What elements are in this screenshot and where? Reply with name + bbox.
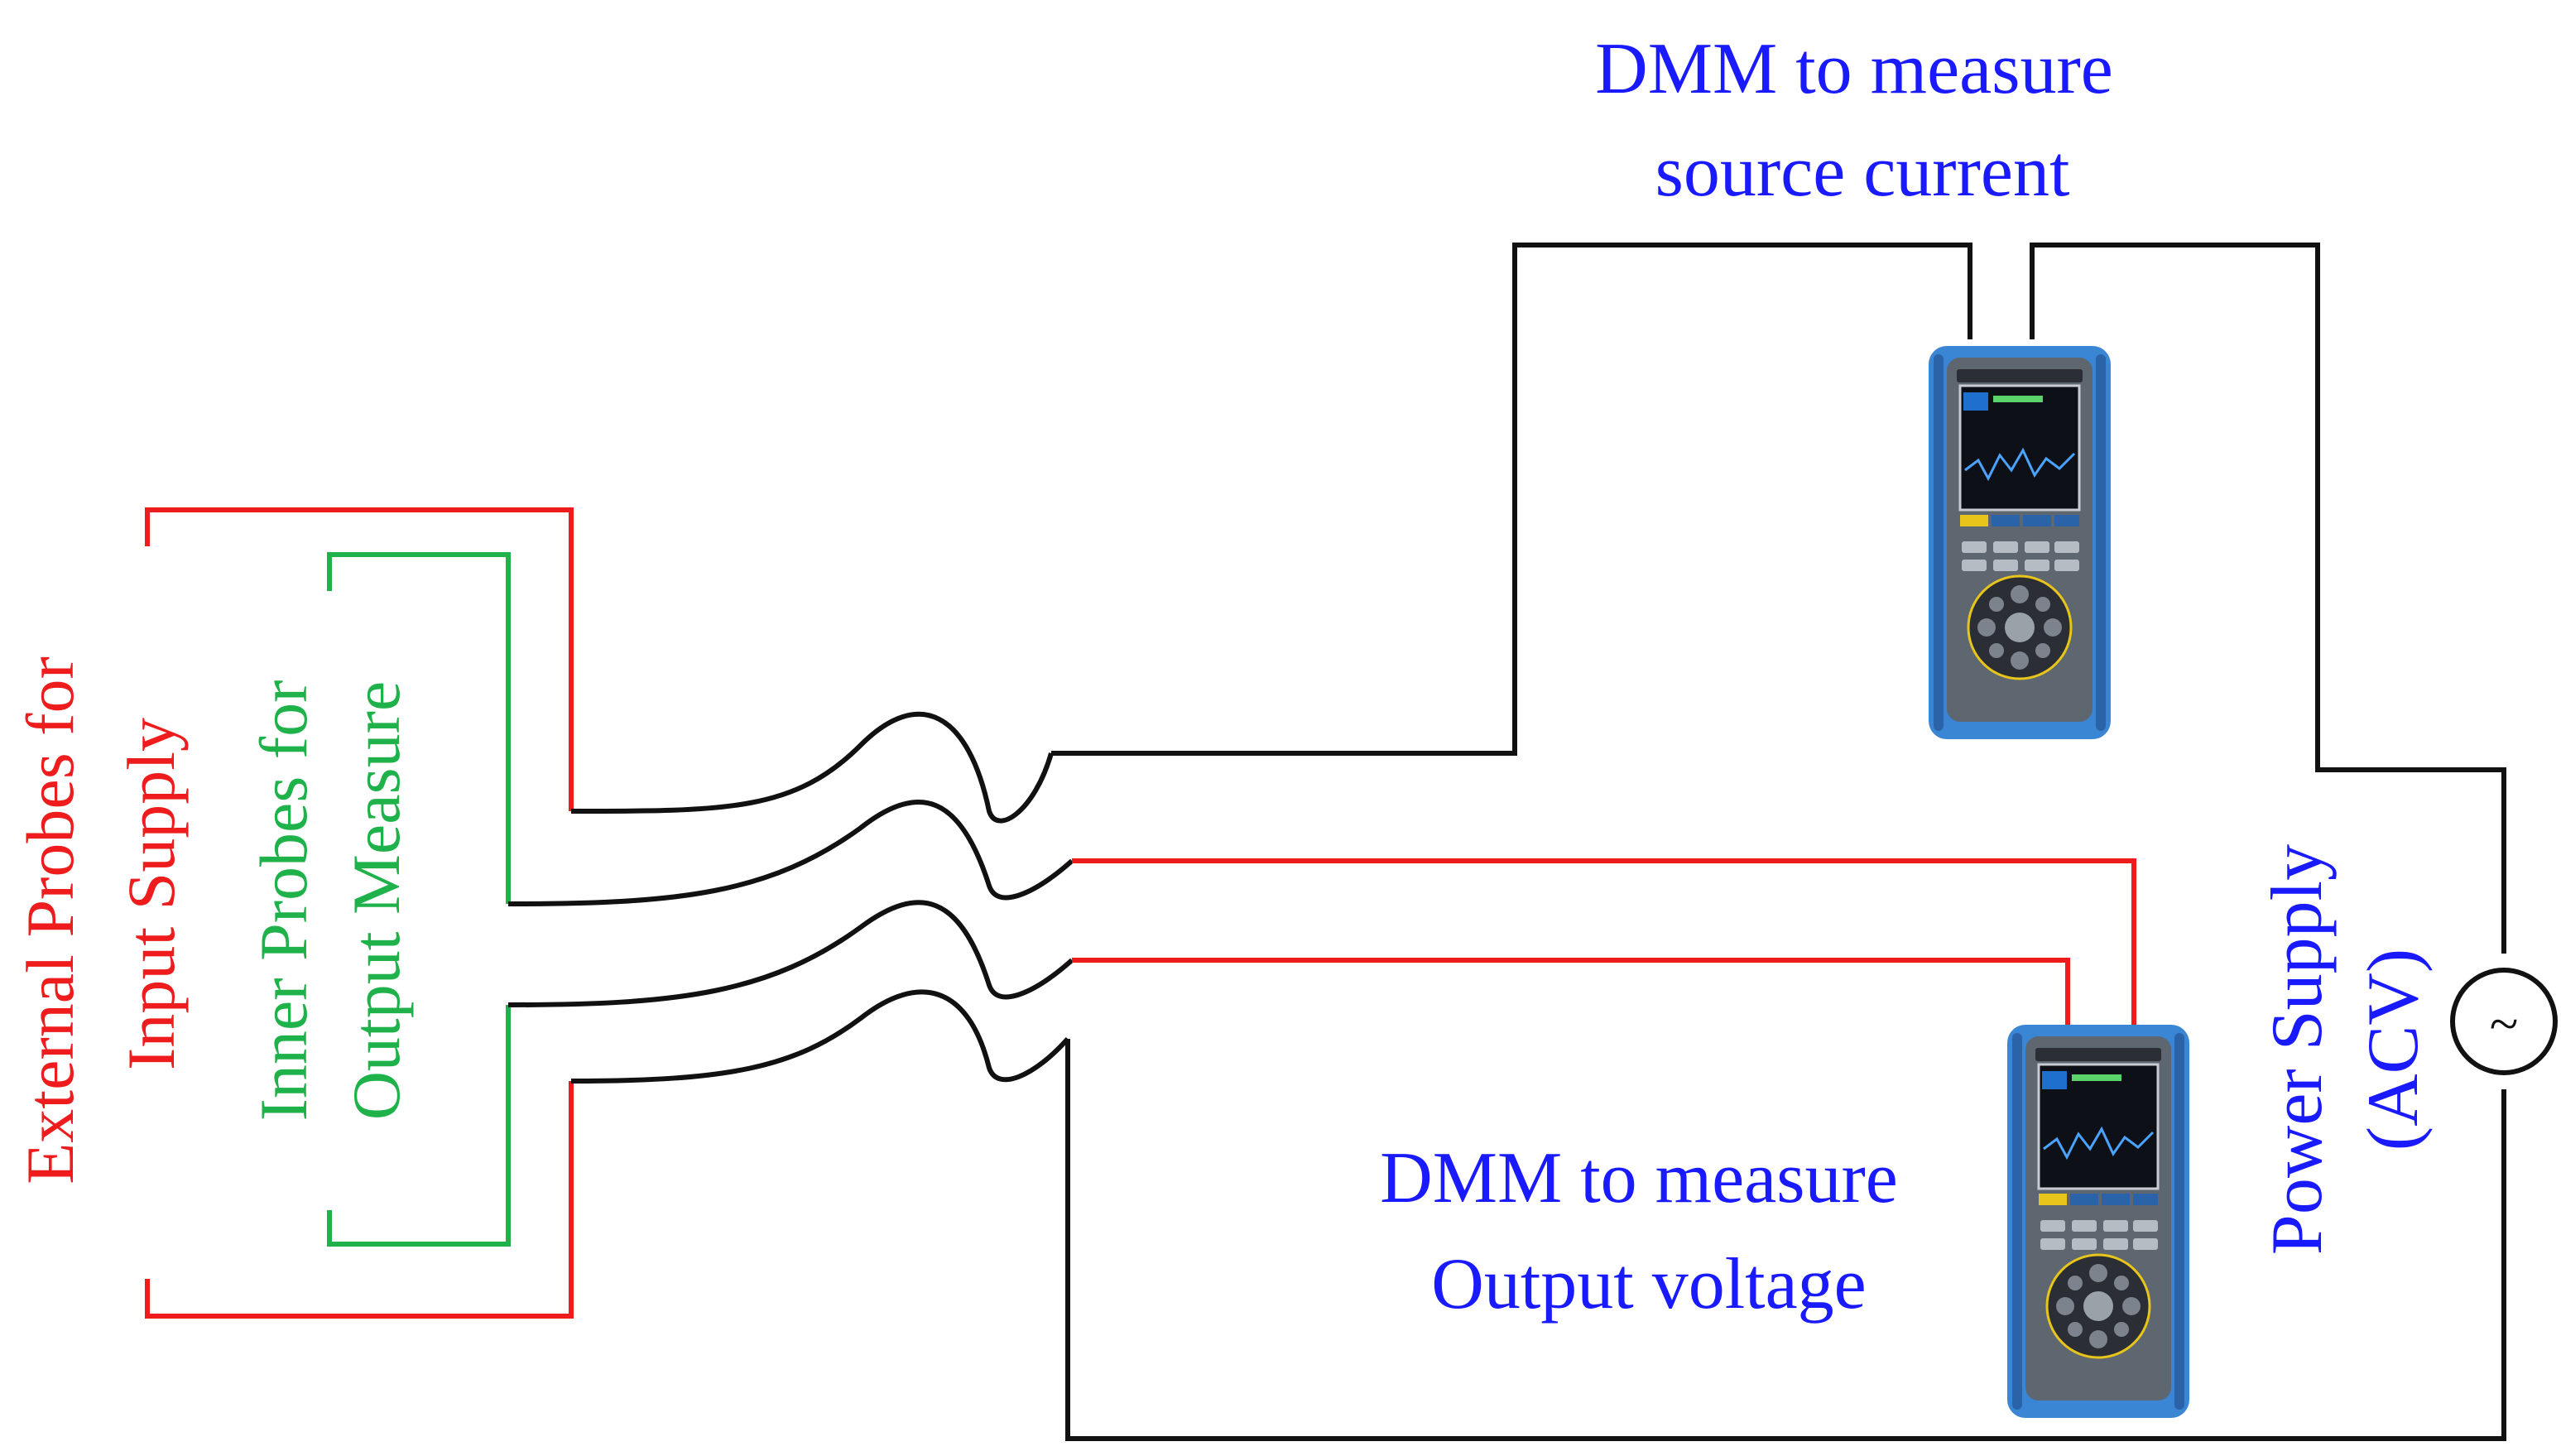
dmm-voltage-label-line2: Output voltage	[1431, 1244, 1866, 1324]
dmm-voltage-label-line1: DMM to measure	[1380, 1138, 1898, 1218]
external-probes-label-line2: Input Supply	[113, 718, 189, 1070]
dmm-current-label-line1: DMM to measure	[1595, 29, 2113, 109]
probe-leads	[507, 711, 1074, 1084]
external-probes-label-line1: External Probes for	[12, 656, 88, 1185]
voltage-sense-wiring	[1072, 858, 2136, 1031]
inner-probes-label-line2: Output Measure	[339, 681, 414, 1121]
current-loop-wiring	[1051, 243, 2506, 1441]
ac-source-icon: ~	[2450, 968, 2558, 1075]
dmm-current-label-line2: source current	[1655, 132, 2070, 212]
external-probes-bracket	[145, 507, 574, 1319]
power-supply-label-line2: (ACV)	[2353, 949, 2434, 1151]
power-supply-label-line1: Power Supply	[2257, 844, 2338, 1255]
dmm-voltage-meter	[2007, 1025, 2189, 1418]
ac-symbol: ~	[2490, 994, 2519, 1053]
inner-probes-bracket	[327, 552, 511, 1247]
inner-probes-label-line1: Inner Probes for	[246, 680, 321, 1122]
dmm-current-meter	[1929, 346, 2111, 739]
